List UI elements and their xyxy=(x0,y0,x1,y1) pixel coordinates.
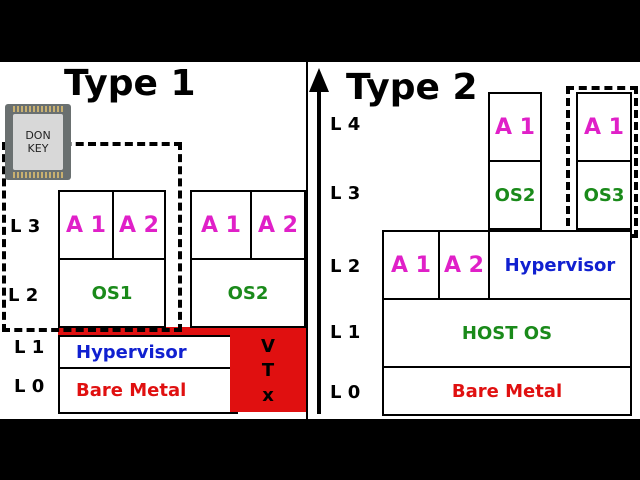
type2-host-app1: A 1 xyxy=(382,230,440,300)
type2-level-3: L 3 xyxy=(330,185,360,203)
up-arrow-icon xyxy=(309,68,329,92)
type2-guest-a-app: A 1 xyxy=(488,92,542,162)
vtx-letter-v: V xyxy=(261,336,275,357)
type1-bare-metal: Bare Metal xyxy=(58,367,238,414)
type1-vm2-app2: A 2 xyxy=(250,190,306,260)
vtx-block: V T x xyxy=(230,330,306,412)
type1-vm2-os: OS2 xyxy=(190,258,306,328)
chip-label-line2: KEY xyxy=(28,142,49,155)
type2-level-1: L 1 xyxy=(330,324,360,342)
type1-vm2-app1: A 1 xyxy=(190,190,252,260)
type2-level-4: L 4 xyxy=(330,116,360,134)
chip-icon: DON KEY xyxy=(5,104,71,180)
type1-hypervisor: Hypervisor xyxy=(58,335,238,369)
type2-dashed-region xyxy=(566,86,638,238)
vtx-letter-t: T xyxy=(262,360,274,381)
vtx-letter-x: x xyxy=(262,385,274,406)
chip-label-line1: DON xyxy=(25,129,50,142)
panel-divider xyxy=(306,62,308,419)
type2-bare-metal: Bare Metal xyxy=(382,366,632,416)
type2-level-2: L 2 xyxy=(330,258,360,276)
type2-host-app2: A 2 xyxy=(438,230,490,300)
level-axis-line xyxy=(317,86,321,414)
type2-level-0: L 0 xyxy=(330,384,360,402)
type2-title: Type 2 xyxy=(346,70,478,106)
type2-host-os: HOST OS xyxy=(382,298,632,368)
type1-title: Type 1 xyxy=(64,66,196,102)
diagram-canvas: Type 1 L 3 L 2 L 1 L 0 A 1 A 2 OS1 A 1 A… xyxy=(0,62,640,419)
type2-hypervisor: Hypervisor xyxy=(488,230,632,300)
type1-level-0: L 0 xyxy=(14,378,44,396)
type2-guest-a-os: OS2 xyxy=(488,160,542,230)
type1-level-1: L 1 xyxy=(14,339,44,357)
